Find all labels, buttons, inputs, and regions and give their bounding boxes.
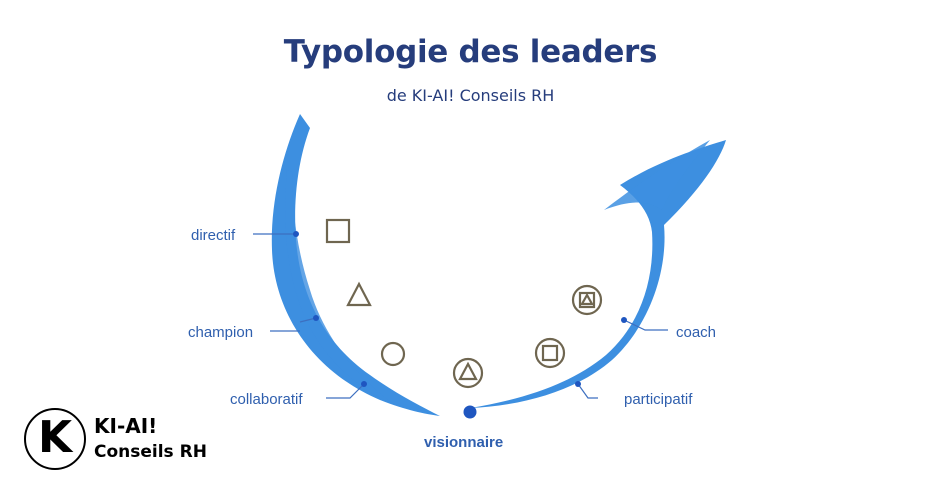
label-champion: champion [188, 324, 253, 341]
logo-mark: K [37, 412, 73, 463]
label-coach: coach [676, 324, 716, 341]
circle-symbol [380, 341, 406, 367]
page-title: Typologie des leaders [283, 34, 658, 70]
logo-name-line2: Conseils RH [94, 442, 207, 462]
logo-circle [24, 408, 86, 470]
circled-triangle-symbol [452, 357, 484, 389]
label-dots [293, 231, 627, 419]
circled-square-symbol [534, 337, 566, 369]
visionnaire-dot [463, 405, 477, 419]
left-brush-stroke [271, 114, 440, 416]
logo-name-line1: KI-AI! [94, 414, 158, 438]
circled-square-triangle-symbol [571, 284, 603, 316]
right-brush-stroke [470, 140, 726, 408]
label-participatif: participatif [624, 391, 693, 408]
brand-logo: K KI-AI! Conseils RH [24, 408, 224, 478]
label-collaboratif: collaboratif [230, 391, 303, 408]
label-visionnaire: visionnaire [424, 434, 503, 451]
triangle-symbol [346, 281, 372, 307]
left-brush-wisp [285, 170, 395, 405]
square-symbol [325, 218, 351, 244]
label-directif: directif [191, 227, 236, 244]
page-subtitle: de KI-AI! Conseils RH [386, 86, 555, 105]
right-brush-tip [604, 140, 710, 210]
